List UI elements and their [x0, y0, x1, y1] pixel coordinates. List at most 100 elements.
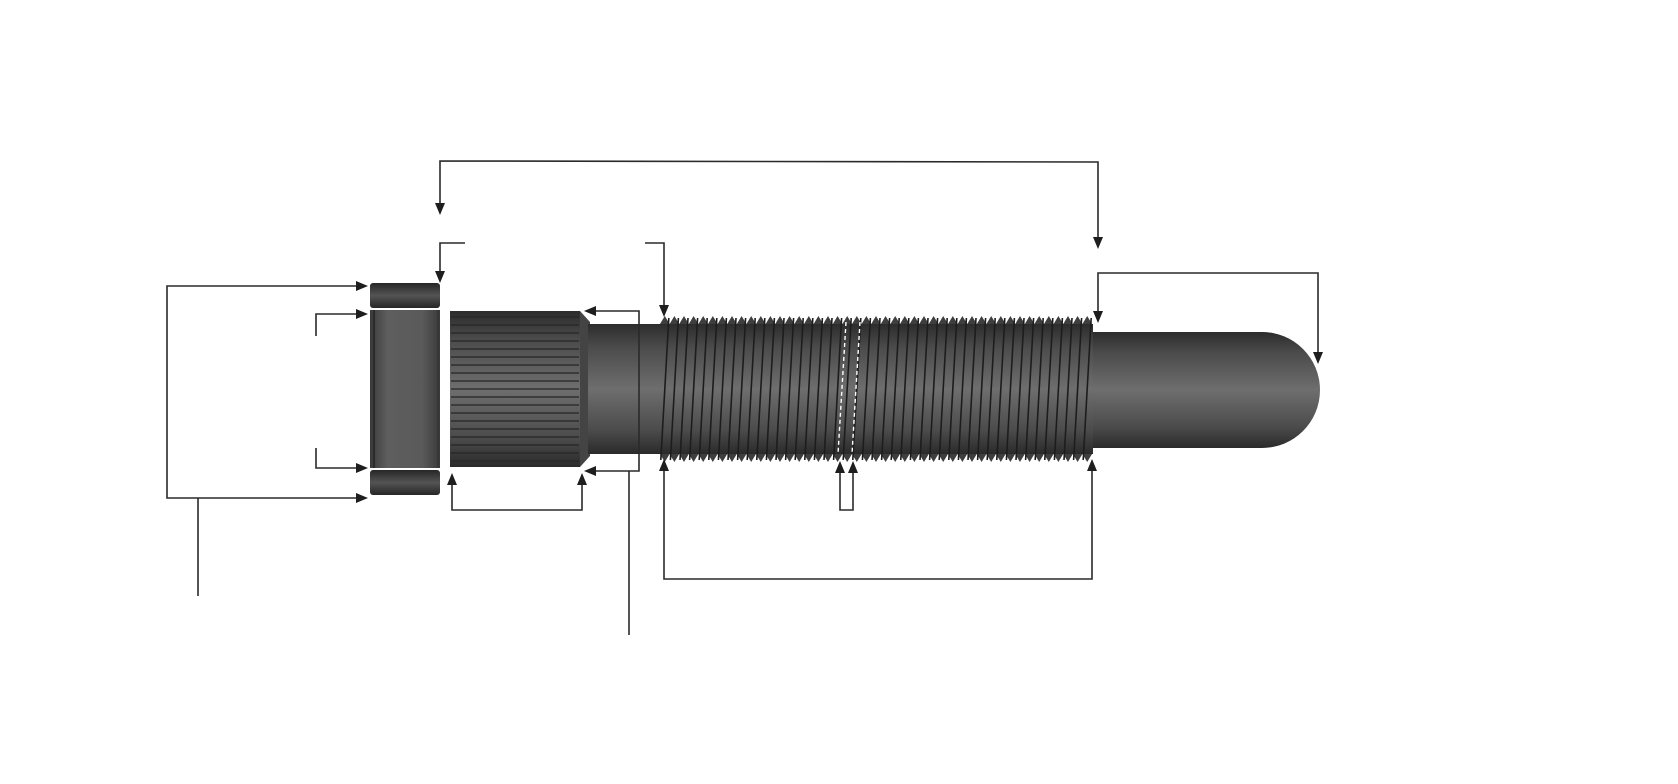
thread-tooth — [775, 454, 785, 462]
thread-tooth — [756, 454, 766, 462]
thread-line — [928, 317, 939, 461]
thread-tooth — [880, 316, 891, 324]
thread-line — [698, 317, 708, 461]
dim-pilot-length — [1097, 272, 1319, 358]
thread-line — [1015, 317, 1025, 461]
thread-line — [756, 317, 766, 461]
thread-line — [996, 317, 1006, 461]
thread-line — [708, 317, 718, 461]
thread-tooth — [1063, 316, 1073, 324]
thread-tooth — [957, 454, 968, 462]
thread-tooth — [660, 316, 670, 324]
thread-line — [823, 317, 833, 461]
thread-tooth — [756, 316, 766, 324]
head-face — [370, 310, 440, 468]
thread-tooth — [928, 316, 939, 324]
thread-lines — [660, 317, 1092, 461]
dim-thread-start — [645, 242, 665, 313]
arrow-head — [835, 461, 845, 473]
thread-tooth — [832, 454, 843, 462]
thread-line — [957, 317, 968, 461]
thread-tooth — [938, 454, 948, 462]
shank — [588, 324, 660, 454]
thread-tooth — [948, 316, 958, 324]
thread-line — [871, 317, 881, 461]
thread-tooth — [976, 316, 987, 324]
thread-line — [976, 317, 987, 461]
thread-tooth — [794, 316, 804, 324]
arrow-head — [356, 281, 368, 291]
thread-tooth — [909, 316, 920, 324]
thread-tooth — [928, 454, 939, 462]
thread-line — [669, 317, 680, 461]
thread-tooth — [842, 454, 852, 462]
thread-tooth — [765, 454, 776, 462]
thread-tooth — [813, 316, 824, 324]
stud-body — [370, 283, 1320, 495]
thread-line — [765, 317, 776, 461]
thread-tooth — [948, 454, 958, 462]
arrow-head — [848, 461, 858, 473]
thread-line — [1034, 317, 1044, 461]
thread-tooth — [1015, 316, 1025, 324]
arrow-head — [435, 203, 445, 215]
thread-tooth — [746, 316, 756, 324]
thread-line — [880, 317, 891, 461]
arrow-head — [447, 473, 457, 485]
thread-tooth — [967, 454, 977, 462]
thread-tooth — [957, 316, 968, 324]
thread-tooth — [852, 316, 862, 324]
thread-tooth — [1015, 454, 1025, 462]
thread-tooth — [919, 316, 929, 324]
arrow-head — [1093, 311, 1103, 323]
thread-tooth — [1072, 316, 1083, 324]
thread-tooth — [1053, 316, 1064, 324]
thread-tooth — [967, 316, 977, 324]
arrow-head — [1093, 237, 1103, 249]
thread-line — [986, 317, 996, 461]
pilot-tip — [1093, 332, 1320, 448]
thread-line — [1005, 317, 1016, 461]
dim-overall-length — [439, 160, 1099, 245]
dim-head-face-offset — [439, 242, 465, 280]
thread-tooth — [871, 316, 881, 324]
thread-line — [717, 317, 728, 461]
thread-tooth — [784, 316, 795, 324]
arrow-head — [1087, 459, 1097, 471]
thread-tooth — [823, 454, 833, 462]
thread-line — [727, 317, 737, 461]
thread-teeth — [660, 316, 1092, 462]
thread-line — [909, 317, 920, 461]
thread-tooth — [660, 454, 670, 462]
thread-tooth — [1072, 454, 1083, 462]
thread-tooth — [736, 454, 747, 462]
thread-line — [746, 317, 756, 461]
arrow-head — [356, 309, 368, 319]
thread-tooth — [986, 454, 996, 462]
thread-line — [919, 317, 929, 461]
thread-tooth — [804, 454, 814, 462]
thread-line — [842, 317, 852, 461]
thread-line — [1063, 317, 1073, 461]
thread-tooth — [679, 454, 689, 462]
thread-tooth — [669, 316, 680, 324]
thread-tooth — [688, 454, 699, 462]
thread-tooth — [688, 316, 699, 324]
thread-line — [1024, 317, 1035, 461]
thread-tooth — [1082, 454, 1092, 462]
thread-tooth — [861, 316, 872, 324]
thread-tooth — [890, 316, 900, 324]
thread-line — [775, 317, 785, 461]
thread-tooth — [708, 316, 718, 324]
pitch-marker — [837, 321, 861, 455]
thread-tooth — [1005, 316, 1016, 324]
thread-tooth — [804, 316, 814, 324]
arrow-head — [1313, 352, 1323, 364]
thread-line — [948, 317, 958, 461]
thread-line — [1082, 317, 1092, 461]
thread-tooth — [919, 454, 929, 462]
dim-head-inner-top — [315, 313, 364, 336]
thread-tooth — [832, 316, 843, 324]
thread-line — [679, 317, 689, 461]
dim-knurl-length — [451, 478, 583, 511]
